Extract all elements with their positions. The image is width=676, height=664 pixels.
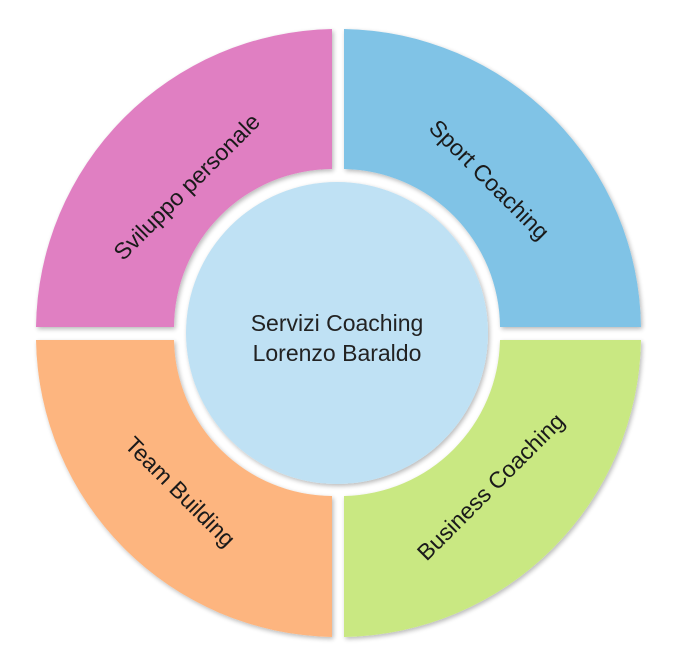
segment-shape-sport-coaching [344, 29, 641, 327]
center-hub: Servizi Coaching Lorenzo Baraldo [186, 182, 488, 484]
segment-team-building: Team Building [36, 340, 332, 637]
segment-shape-team-building [36, 340, 332, 637]
center-title-line-2: Lorenzo Baraldo [253, 340, 422, 366]
center-circle [186, 182, 488, 484]
segment-shape-business-coaching [344, 340, 641, 637]
center-title-line-1: Servizi Coaching [251, 310, 424, 336]
segment-shape-sviluppo-personale [36, 29, 332, 327]
